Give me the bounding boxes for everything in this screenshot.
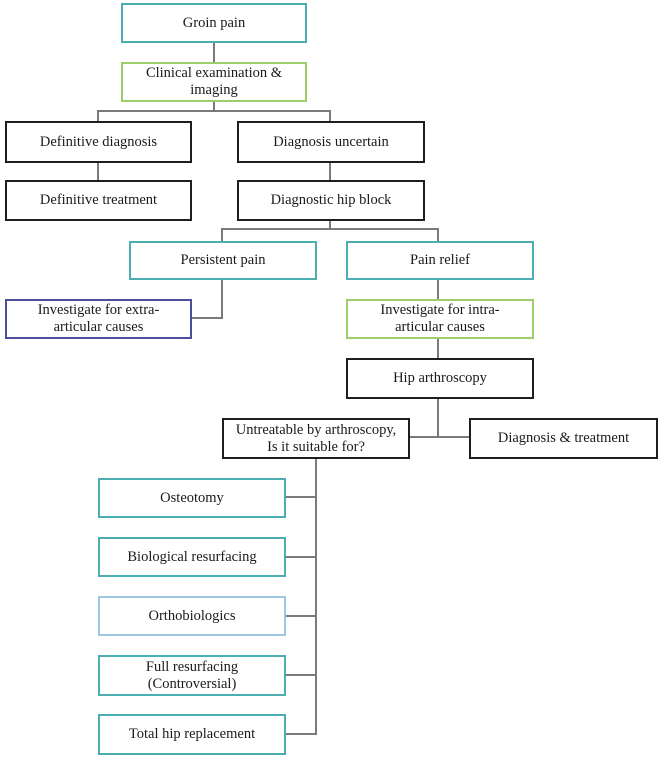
node-label: Diagnosis uncertain	[273, 133, 389, 150]
node-full-resurfacing: Full resurfacing(Controversial)	[98, 655, 286, 696]
node-label: Diagnosis & treatment	[497, 430, 630, 446]
node-total-hip-replacement: Total hip replacement	[98, 714, 286, 755]
node-diagnosis-uncertain: Diagnosis uncertain	[237, 121, 425, 163]
connector-arthroscopy-down	[437, 398, 439, 438]
node-definitive-treatment: Definitive treatment	[5, 180, 192, 221]
node-label: Clinical examination &imaging	[145, 65, 283, 98]
node-label: Persistent pain	[180, 252, 266, 268]
connector-intra-to-arthroscopy	[437, 338, 439, 358]
connector-block-down	[329, 220, 331, 230]
node-label: Untreatable by arthroscopy,Is it suitabl…	[235, 421, 397, 455]
node-diagnostic-hip-block: Diagnostic hip block	[237, 180, 425, 221]
node-orthobiologics: Orthobiologics	[98, 596, 286, 636]
node-label: Investigate for extra-articular causes	[37, 302, 160, 335]
node-persistent-pain: Persistent pain	[129, 241, 317, 280]
connector-diagnosis-to-treatment	[97, 162, 99, 180]
node-untreatable-by-arthroscopy: Untreatable by arthroscopy,Is it suitabl…	[222, 418, 410, 459]
node-label: Orthobiologics	[148, 607, 236, 624]
node-pain-relief: Pain relief	[346, 241, 534, 280]
connector-arthroscopy-branch	[409, 436, 469, 438]
node-intra-articular-causes: Investigate for intra-articular causes	[346, 299, 534, 339]
node-hip-arthroscopy: Hip arthroscopy	[346, 358, 534, 399]
node-label: Hip arthroscopy	[393, 370, 487, 386]
connector-relief-to-intra	[437, 279, 439, 299]
connector-block-branch	[221, 228, 439, 230]
connector-uncertain-to-block	[329, 162, 331, 180]
node-label: Groin pain	[182, 14, 246, 31]
connector-to-full-resurfacing	[285, 674, 317, 676]
node-label: Definitive treatment	[39, 192, 158, 208]
node-label: Full resurfacing(Controversial)	[145, 658, 239, 692]
node-label: Diagnostic hip block	[270, 192, 392, 208]
connector-options-trunk	[315, 458, 317, 735]
node-osteotomy: Osteotomy	[98, 478, 286, 518]
connector-to-orthobiologics	[285, 615, 317, 617]
connector-to-extra-articular	[191, 317, 223, 319]
connector-to-osteotomy	[285, 496, 317, 498]
connector-groin-to-exam	[213, 42, 215, 62]
connector-to-persistent-pain	[221, 228, 223, 241]
node-label: Biological resurfacing	[127, 548, 257, 565]
node-label: Total hip replacement	[128, 726, 256, 742]
node-definitive-diagnosis: Definitive diagnosis	[5, 121, 192, 163]
connector-to-definitive-diagnosis	[97, 110, 99, 121]
connector-to-pain-relief	[437, 228, 439, 241]
connector-exam-branch	[97, 110, 331, 112]
node-clinical-examination-imaging: Clinical examination &imaging	[121, 62, 307, 102]
connector-to-diagnosis-uncertain	[329, 110, 331, 121]
node-diagnosis-and-treatment: Diagnosis & treatment	[469, 418, 658, 459]
connector-persistent-down	[221, 279, 223, 319]
connector-exam-down	[213, 101, 215, 111]
node-label: Definitive diagnosis	[39, 133, 158, 150]
node-biological-resurfacing: Biological resurfacing	[98, 537, 286, 577]
connector-to-biological-resurfacing	[285, 556, 317, 558]
node-label: Investigate for intra-articular causes	[380, 302, 500, 335]
node-extra-articular-causes: Investigate for extra-articular causes	[5, 299, 192, 339]
node-label: Pain relief	[410, 252, 470, 268]
node-groin-pain: Groin pain	[121, 3, 307, 43]
node-label: Osteotomy	[160, 489, 224, 506]
connector-to-total-hip-replacement	[285, 733, 317, 735]
